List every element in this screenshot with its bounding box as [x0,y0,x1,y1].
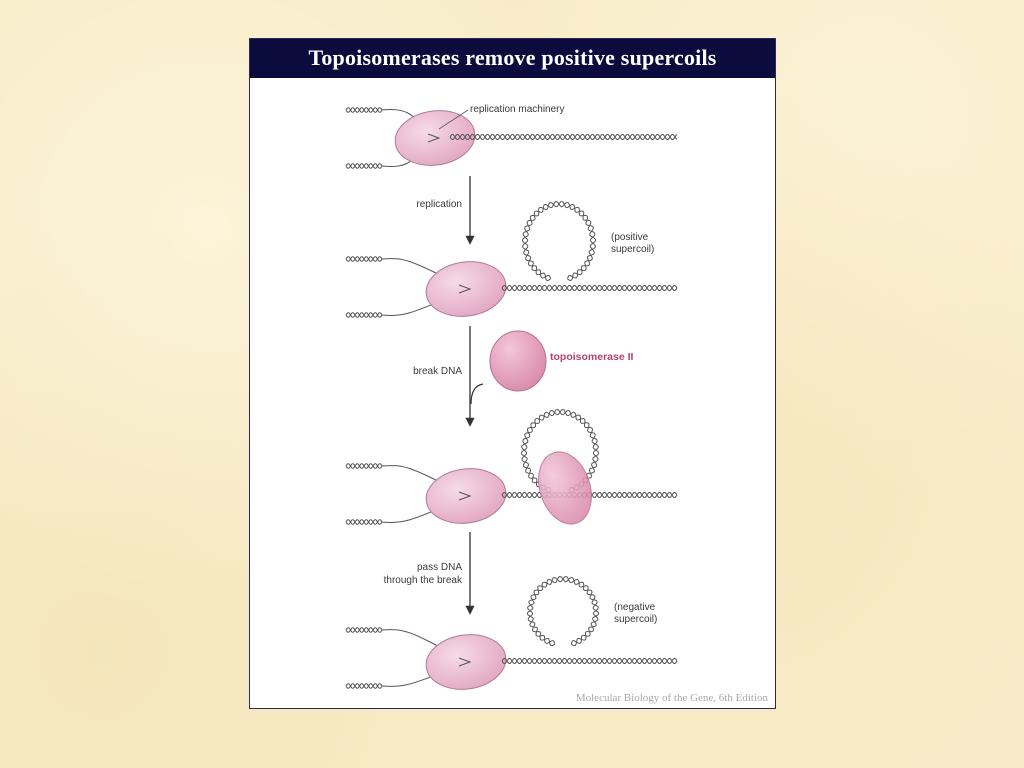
positive-supercoil-loop [521,201,597,281]
cut-supercoil-loop [520,409,600,493]
replication-machinery-label: replication machinery [470,104,565,115]
supercoil-loops [520,201,600,647]
fork-junction [458,657,472,667]
fork-junction [427,133,441,143]
slide-title: Topoisomerases remove positive supercoil… [308,45,717,70]
replication-machinery-protein [394,110,476,166]
stage-positive-supercoil [345,256,678,318]
daughter-helix-bottom [345,163,383,169]
positive-supercoil-label-2: supercoil) [611,244,654,255]
daughter-helix-top [345,463,383,469]
replication-machinery-protein [425,468,507,524]
bound-topoisomerase-protein [538,451,592,525]
parental-helix [501,658,678,664]
source-credit: Molecular Biology of the Gene, 6th Editi… [575,692,768,704]
replication-label: replication [416,199,462,210]
daughter-helix-bottom [345,519,383,525]
replication-machinery-protein [425,261,507,317]
daughter-helix-top [345,256,383,262]
pass-dna-label-2: through the break [384,575,463,586]
title-bar: Topoisomerases remove positive supercoil… [250,39,775,78]
daughter-helix-bottom [345,683,383,689]
topoisomerase-protein [489,330,547,392]
topoisomerase-label: topoisomerase II [550,351,634,363]
positive-supercoil-label-1: (positive [611,232,649,243]
break-dna-label: break DNA [413,366,462,377]
parental-helix [449,134,678,140]
replication-machinery-leader [438,109,469,130]
break-dna-bracket [470,383,484,405]
stage-topoisomerase-bound [345,463,678,525]
negative-supercoil-label-2: supercoil) [614,614,657,625]
pass-dna-label-1: pass DNA [417,562,462,573]
parental-helix [501,285,678,291]
replication-machinery-protein [425,634,507,690]
topoisomerase-diagram: replication machinery replication (posit… [345,104,678,690]
fork-junction [458,284,472,294]
negative-supercoil-label-1: (negative [614,602,656,613]
negative-supercoil-loop [526,576,600,647]
figure-panel: Topoisomerases remove positive supercoil… [249,38,776,709]
daughter-helix-top [345,107,383,113]
daughter-helix-bottom [345,312,383,318]
stage-replication-machinery [345,107,678,169]
daughter-helix-top [345,627,383,633]
fork-junction [458,491,472,501]
stage-negative-supercoil [345,627,678,690]
